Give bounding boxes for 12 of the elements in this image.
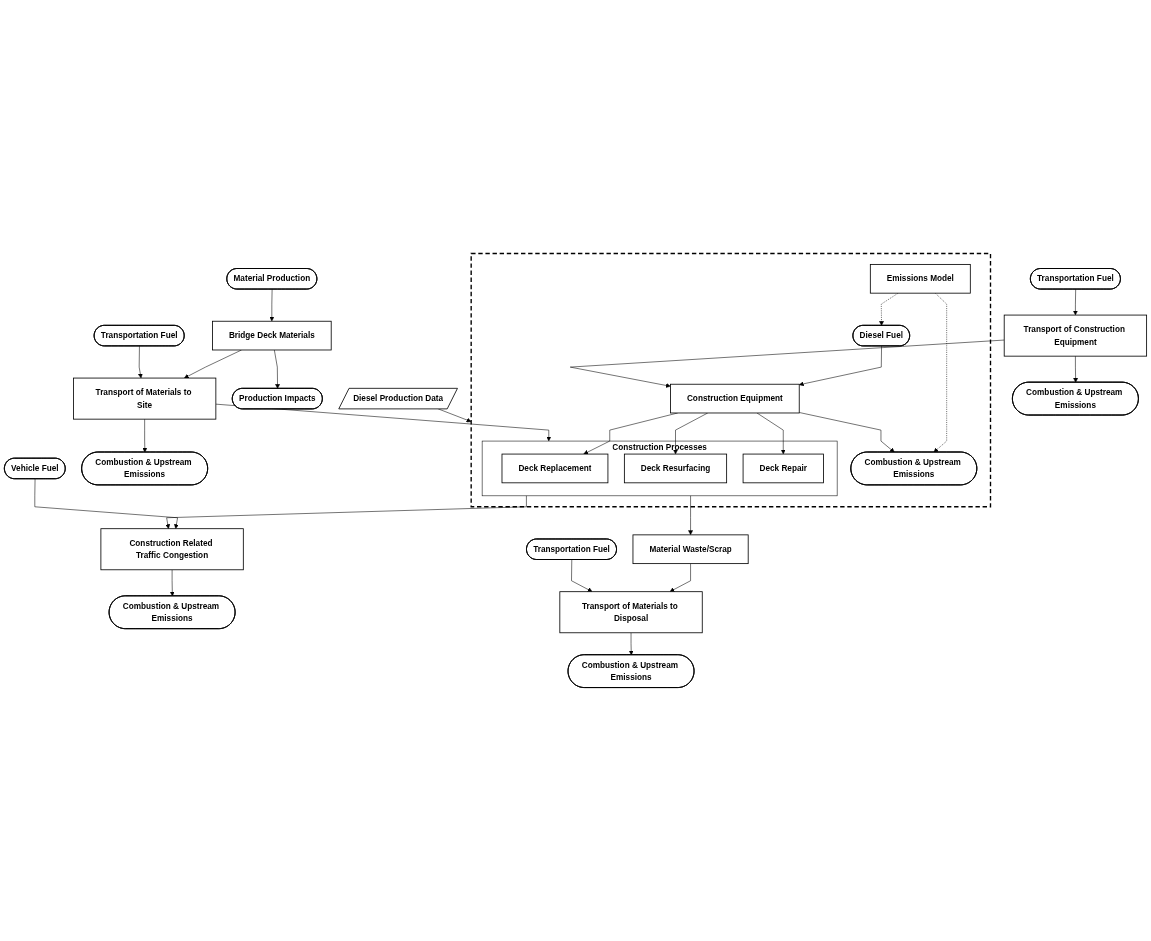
node-box: Emissions Model: [869, 264, 971, 294]
node-box: Transport of Construction Equipment: [1003, 314, 1148, 357]
node-box: Deck Resurfacing: [623, 453, 728, 484]
node-box: Material Waste/Scrap: [632, 534, 749, 565]
node-box: Transport of Materials to Site: [73, 377, 217, 420]
node-box: Construction Equipment: [670, 383, 800, 414]
node-box: Construction Related Traffic Congestion: [100, 528, 244, 571]
node-box: Deck Replacement: [501, 453, 609, 484]
node-box: Bridge Deck Materials: [212, 320, 332, 351]
node-box: Transport of Materials to Disposal: [559, 591, 703, 634]
cluster: [470, 252, 992, 508]
node-box: Deck Repair: [742, 453, 824, 484]
